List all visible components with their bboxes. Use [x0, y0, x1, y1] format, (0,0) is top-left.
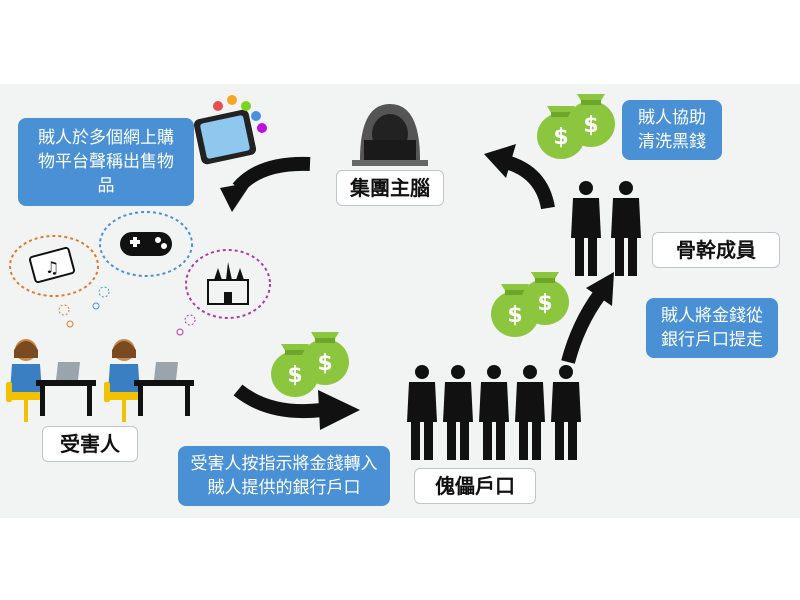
money-sign: $: [287, 363, 302, 388]
victim-figures: [6, 339, 194, 422]
transfer-box: 受害人按指示將金錢轉入賊人提供的銀行戶口: [178, 446, 390, 506]
diagram-graphics: $ $ $ $ $ $ ♫: [6, 94, 641, 460]
diagram-board: $ $ $ $ $ $ ♫: [0, 84, 800, 518]
hacker-icon: [352, 104, 428, 166]
straight-arrow-icon: [233, 384, 360, 430]
thought-bubble-game: [92, 211, 193, 310]
syndicate-brain-box: 集團主腦: [336, 170, 444, 206]
curved-arrow-icon: [220, 156, 311, 212]
puppet-account-silhouettes: [407, 365, 581, 460]
curved-arrow-icon: [561, 272, 614, 364]
money-sign: $: [317, 351, 332, 376]
money-sign: $: [537, 291, 552, 316]
smartphone-icon: [193, 95, 267, 165]
money-sign: $: [583, 113, 598, 138]
withdraw-box: 賊人將金錢從銀行戶口提走: [646, 298, 778, 358]
launder-box: 賊人協助清洗黑錢: [622, 100, 722, 160]
puppet-accounts-box: 傀儡戶口: [414, 468, 536, 504]
curved-arrow-icon: [484, 144, 555, 210]
victims-box: 受害人: [42, 426, 138, 462]
money-sign: $: [507, 303, 522, 328]
money-sign: $: [553, 125, 568, 150]
thought-bubble-ticket: ♫: [9, 235, 99, 328]
svg-text:♫: ♫: [45, 258, 59, 277]
thought-bubble-castle: [176, 249, 271, 336]
core-members-box: 骨幹成員: [652, 232, 780, 268]
thieves-shop-box: 賊人於多個網上購物平台聲稱出售物品: [18, 118, 194, 206]
core-member-silhouettes: [571, 181, 641, 276]
